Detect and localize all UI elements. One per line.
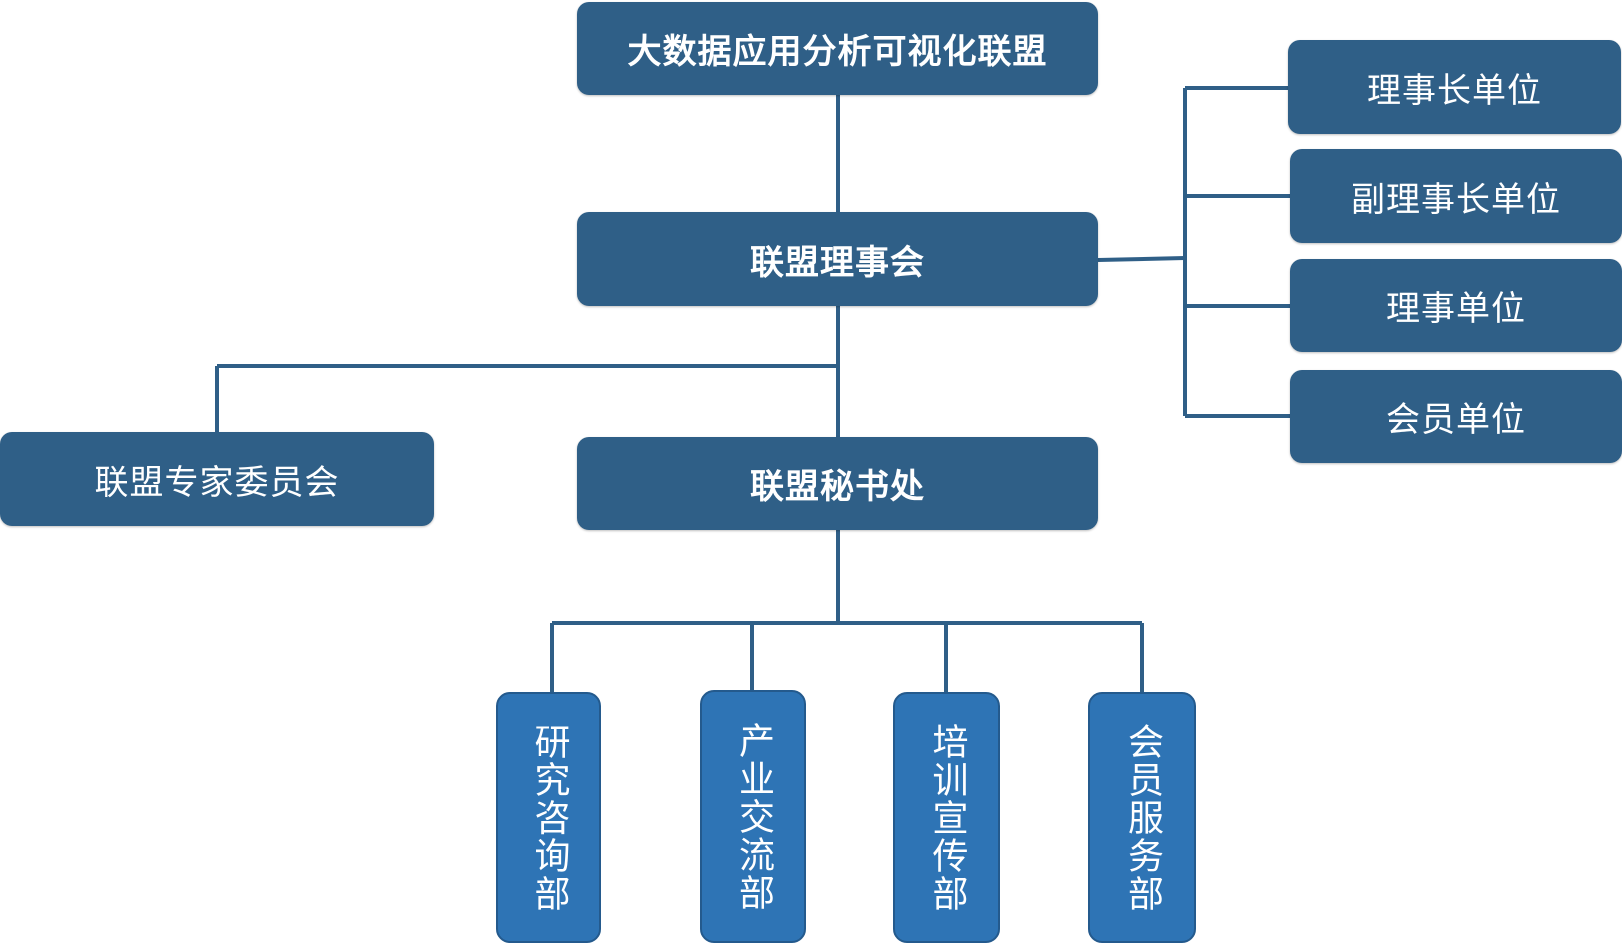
council-box: 联盟理事会 [577,212,1098,306]
member-type-director: 理事单位 [1290,259,1622,352]
alliance-label: 大数据应用分析可视化联盟 [627,32,1048,72]
member-type-label: 副理事长单位 [1351,179,1561,220]
member-type-label: 会员单位 [1386,400,1526,440]
dept-label: 研究咨询部 [528,722,570,913]
member-type-member: 会员单位 [1290,370,1622,463]
member-type-vice-chairman: 副理事长单位 [1290,149,1622,243]
dept-label: 会员服务部 [1122,722,1163,913]
expert-committee-label: 联盟专家委员会 [94,462,340,503]
member-type-chairman: 理事长单位 [1288,40,1621,134]
expert-committee-box: 联盟专家委员会 [0,432,434,526]
member-type-label: 理事单位 [1386,289,1526,329]
dept-member-services: 会员服务部 [1088,692,1196,943]
dept-label: 培训宣传部 [926,722,968,913]
member-type-label: 理事长单位 [1367,70,1542,111]
secretariat-box: 联盟秘书处 [577,437,1098,530]
dept-training-publicity: 培训宣传部 [893,692,1000,943]
dept-label: 产业交流部 [733,721,774,912]
council-label: 联盟理事会 [750,242,925,283]
dept-research-consulting: 研究咨询部 [496,692,601,943]
alliance-box: 大数据应用分析可视化联盟 [577,2,1098,95]
dept-industry-exchange: 产业交流部 [700,690,806,943]
secretariat-label: 联盟秘书处 [750,467,925,507]
